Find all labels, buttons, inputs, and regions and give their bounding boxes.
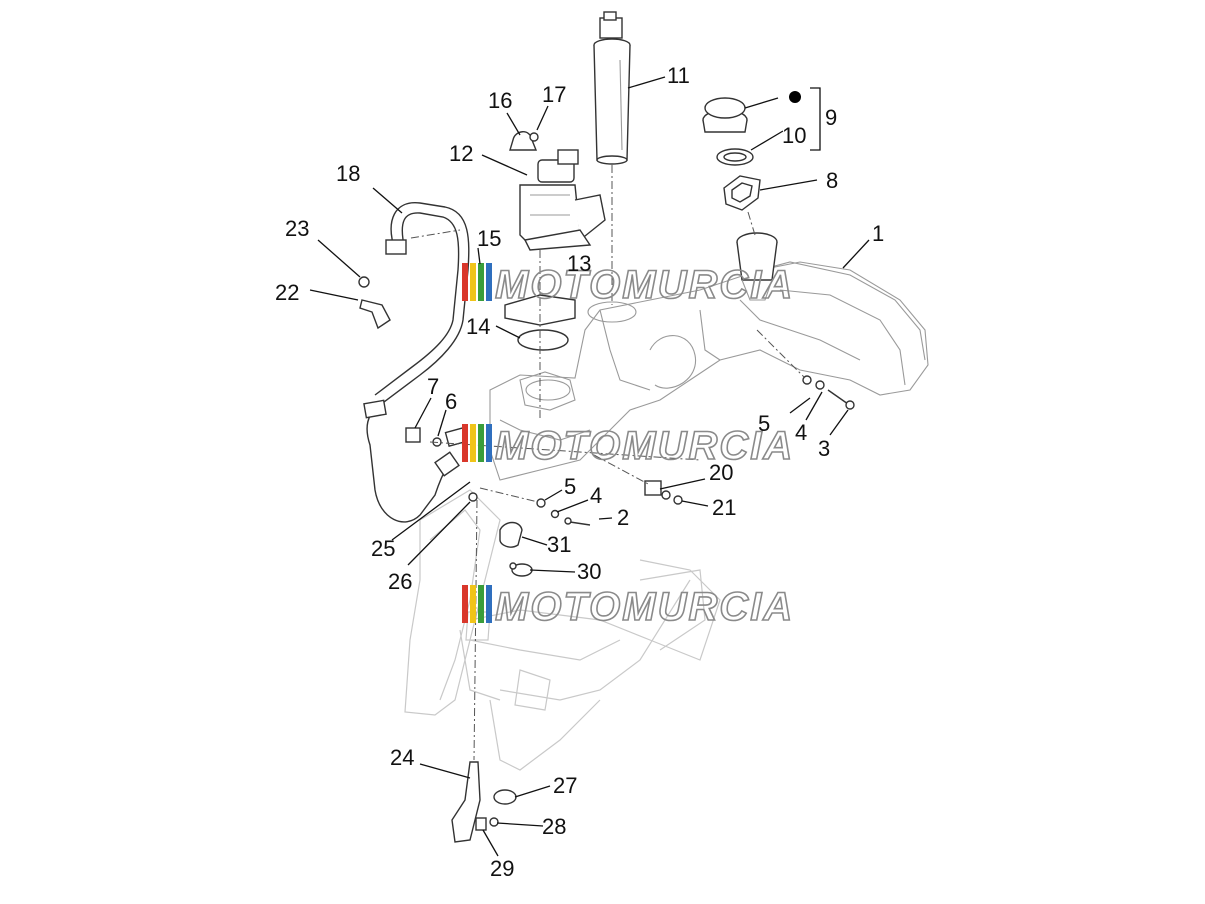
callout-6: 6 <box>445 389 457 414</box>
callout-26: 26 <box>388 569 412 594</box>
washer-4b <box>550 509 560 519</box>
fuel-cap <box>702 97 748 133</box>
clip-22 <box>359 299 391 330</box>
callout-7: 7 <box>427 374 439 399</box>
watermark-middle: MOTOMURCIA <box>462 423 794 469</box>
washer-5b <box>536 498 546 508</box>
callout-28: 28 <box>542 814 566 839</box>
clip-7 <box>405 427 421 443</box>
washer-4 <box>815 380 825 390</box>
callout-13: 13 <box>567 251 591 276</box>
sensor-27 <box>493 789 517 805</box>
callout-4b: 4 <box>590 483 602 508</box>
callout-5a: 5 <box>758 411 770 436</box>
callout-21: 21 <box>712 495 736 520</box>
watermark-text: MOTOMURCIA <box>495 424 794 468</box>
callout-3: 3 <box>818 436 830 461</box>
callout-numbers: 1 2 3 4 4 5 5 6 7 8 9 10 11 12 13 14 15 … <box>275 63 884 881</box>
callout-22: 22 <box>275 280 299 305</box>
screw-28 <box>489 817 499 827</box>
washer-26 <box>468 492 478 502</box>
callout-18: 18 <box>336 161 360 186</box>
bracket-24 <box>451 761 481 843</box>
watermark-top: MOTOMURCIA <box>462 262 794 308</box>
callout-16: 16 <box>488 88 512 113</box>
clamp-30 <box>509 562 533 577</box>
watermark-text: MOTOMURCIA <box>495 263 794 307</box>
fuel-level-sender <box>593 11 631 165</box>
callout-10: 10 <box>782 123 806 148</box>
nut-17 <box>529 132 539 142</box>
bolt-3 <box>827 389 855 410</box>
callout-14: 14 <box>466 314 490 339</box>
cap-seal <box>716 148 754 166</box>
callout-30: 30 <box>577 559 601 584</box>
callout-11: 11 <box>667 63 690 88</box>
cap-gasket <box>723 175 761 211</box>
callout-20: 20 <box>709 460 733 485</box>
washer-21 <box>661 490 683 505</box>
callout-8: 8 <box>826 168 838 193</box>
assembly-dot-marker <box>789 91 801 103</box>
watermark-bottom: MOTOMURCIA <box>462 584 794 630</box>
callout-27: 27 <box>553 773 577 798</box>
leader-lines <box>309 76 870 857</box>
watermark-text: MOTOMURCIA <box>495 585 794 629</box>
callout-2: 2 <box>617 505 629 530</box>
o-ring-14 <box>517 329 569 351</box>
callout-24: 24 <box>390 745 414 770</box>
fuel-pump <box>519 149 606 251</box>
clip-29 <box>475 817 487 831</box>
block-20 <box>644 480 662 496</box>
callout-25: 25 <box>371 536 395 561</box>
frame-outline <box>404 489 721 771</box>
fuel-tank <box>489 261 929 481</box>
screw-23 <box>358 276 370 288</box>
callout-9: 9 <box>825 105 837 130</box>
callout-4a: 4 <box>795 420 807 445</box>
clip-31 <box>499 521 523 548</box>
fuel-hose <box>363 202 470 523</box>
bolt-2 <box>564 517 591 526</box>
callout-15: 15 <box>477 226 501 251</box>
callout-17: 17 <box>542 82 566 107</box>
callout-12: 12 <box>449 141 473 166</box>
callout-31: 31 <box>547 532 571 557</box>
assembly-lines <box>410 165 806 761</box>
callout-5b: 5 <box>564 474 576 499</box>
callout-23: 23 <box>285 216 309 241</box>
callout-29: 29 <box>490 856 514 881</box>
watermark: MOTOMURCIA MOTOMURCIA MOTOMURCIA <box>462 262 794 630</box>
filler-neck <box>736 232 778 301</box>
callout-1: 1 <box>872 221 884 246</box>
